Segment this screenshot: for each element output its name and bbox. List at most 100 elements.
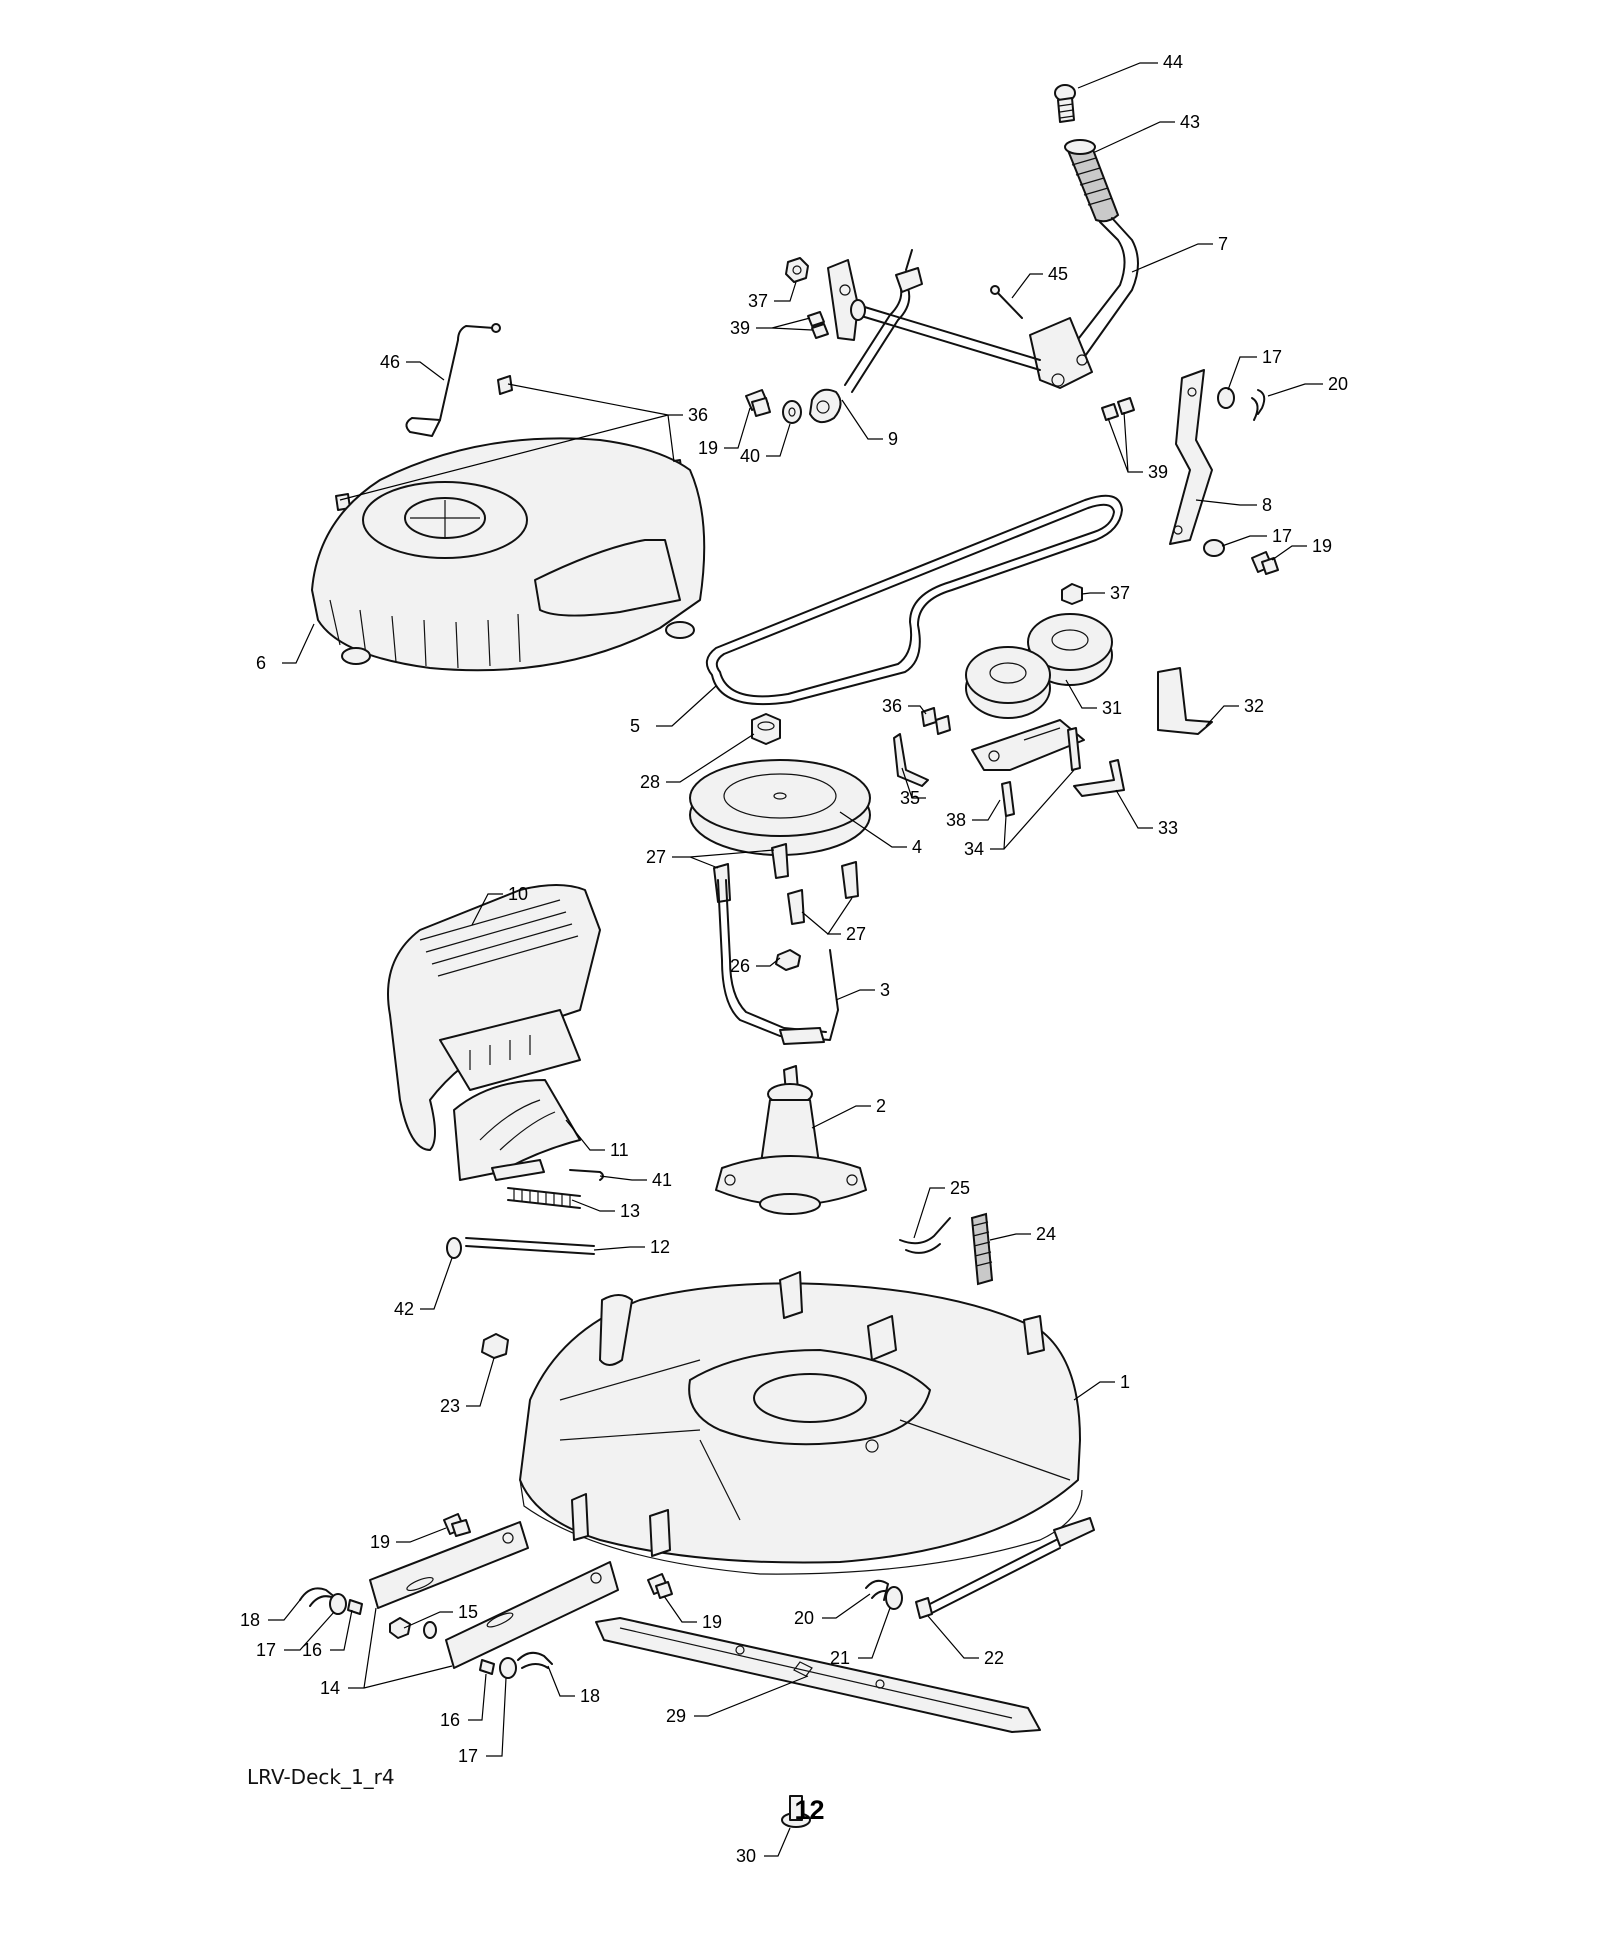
part-46-handle-rod (405, 323, 501, 437)
leader-line (663, 1595, 697, 1623)
callout-45: 45 (1011, 264, 1068, 299)
callout-7: 7 (1131, 234, 1228, 273)
callout-20: 20 (794, 1593, 871, 1628)
callout-label: 17 (256, 1640, 276, 1660)
part-19-bolt-lower-middle (647, 1573, 673, 1599)
callout-41: 41 (599, 1170, 672, 1190)
callout-label: 1 (1120, 1372, 1130, 1392)
part-19-bolt-right (1251, 551, 1279, 575)
part-43-grip (1064, 139, 1120, 223)
callout-5: 5 (630, 685, 717, 736)
callout-44: 44 (1077, 52, 1183, 89)
callout-label: 2 (876, 1096, 886, 1116)
part-42-clip (446, 1237, 462, 1259)
leader-line (1271, 545, 1307, 561)
callout-label: 37 (1110, 583, 1130, 603)
callout-label: 19 (370, 1532, 390, 1552)
callout-37: 37 (1081, 583, 1130, 603)
drawing-id: LRV-Deck_1_r4 (247, 1765, 395, 1789)
part-16-pin-left-bottom (479, 1659, 495, 1675)
leader-line (1205, 705, 1239, 727)
callout-39: 39 (1107, 411, 1168, 482)
callout-11: 11 (565, 1119, 629, 1160)
callout-label: 36 (688, 405, 708, 425)
part-23-nut (481, 1333, 509, 1359)
leader-line (989, 1233, 1031, 1241)
callout-19: 19 (1271, 536, 1332, 561)
leader-line (835, 989, 875, 1001)
part-1-mower-deck (519, 1271, 1083, 1575)
leader-line (656, 685, 717, 727)
callout-20: 20 (1267, 374, 1348, 397)
leader-line (1094, 121, 1175, 153)
callout-label: 11 (610, 1140, 629, 1160)
callout-label: 25 (950, 1178, 970, 1198)
callout-label: 31 (1102, 698, 1122, 718)
leader-line (1077, 62, 1158, 89)
callout-label: 38 (946, 810, 966, 830)
callout-25: 25 (913, 1178, 970, 1239)
callout-12: 12 (593, 1237, 670, 1257)
callout-label: 21 (830, 1648, 850, 1668)
callout-2: 2 (811, 1096, 886, 1129)
part-17-washer-right-bottom (1203, 539, 1225, 557)
leader-line (764, 1827, 791, 1857)
callout-43: 43 (1094, 112, 1200, 153)
callout-label: 19 (1312, 536, 1332, 556)
callout-38: 38 (946, 799, 1001, 830)
callout-15: 15 (403, 1602, 478, 1629)
leader-line (724, 407, 751, 449)
leader-line (565, 1119, 605, 1151)
part-40-washer (782, 400, 802, 424)
callout-label: 5 (630, 716, 640, 736)
callout-14: 14 (320, 1607, 453, 1698)
callout-34: 34 (964, 769, 1075, 859)
callout-label: 36 (882, 696, 902, 716)
callout-17: 17 (1221, 526, 1292, 547)
part-20-clip-right (1251, 389, 1266, 421)
callout-31: 31 (1065, 679, 1122, 718)
part-41-spring-hook (569, 1169, 604, 1181)
callout-16: 16 (440, 1673, 487, 1730)
part-27-bolts (713, 843, 859, 925)
leader-line (268, 1599, 301, 1621)
leader-line (420, 1257, 453, 1310)
callout-label: 44 (1163, 52, 1183, 72)
part-4-drive-pulley (689, 759, 871, 856)
part-17-washer-right-top (1217, 387, 1235, 409)
callout-label: 30 (736, 1846, 756, 1866)
callout-label: 20 (1328, 374, 1348, 394)
callout-label: 15 (458, 1602, 478, 1622)
callout-label: 23 (440, 1396, 460, 1416)
part-39-bolts-right (1101, 397, 1135, 421)
leader-line (756, 957, 781, 967)
leader-line (282, 623, 315, 664)
part-19-bolt-lower-left (443, 1513, 471, 1537)
leader-line (766, 423, 791, 457)
part-6-belt-cover (311, 437, 706, 672)
part-25-hairpin (899, 1217, 951, 1254)
part-34-shoulder-bolts (1001, 727, 1081, 817)
leader-line (1115, 789, 1153, 829)
part-37-nut-middle (1061, 583, 1083, 605)
part-32-bracket (1157, 667, 1213, 735)
part-33-bracket (1073, 759, 1125, 797)
callout-24: 24 (989, 1224, 1056, 1244)
leader-line (486, 1677, 507, 1757)
callout-30: 30 (736, 1827, 791, 1866)
leader-line (1081, 592, 1105, 595)
part-7-lift-lever (1029, 217, 1139, 389)
callout-label: 14 (320, 1678, 340, 1698)
leader-line (571, 1199, 615, 1212)
callout-label: 42 (394, 1299, 414, 1319)
callout-19: 19 (663, 1595, 722, 1632)
leader-line (471, 893, 503, 926)
part-31-idler-pulleys (965, 613, 1113, 719)
leader-line (348, 1607, 453, 1689)
callout-36: 36 (882, 696, 927, 716)
leader-line (694, 1675, 809, 1717)
callout-label: 17 (458, 1746, 478, 1766)
callout-40: 40 (740, 423, 791, 466)
